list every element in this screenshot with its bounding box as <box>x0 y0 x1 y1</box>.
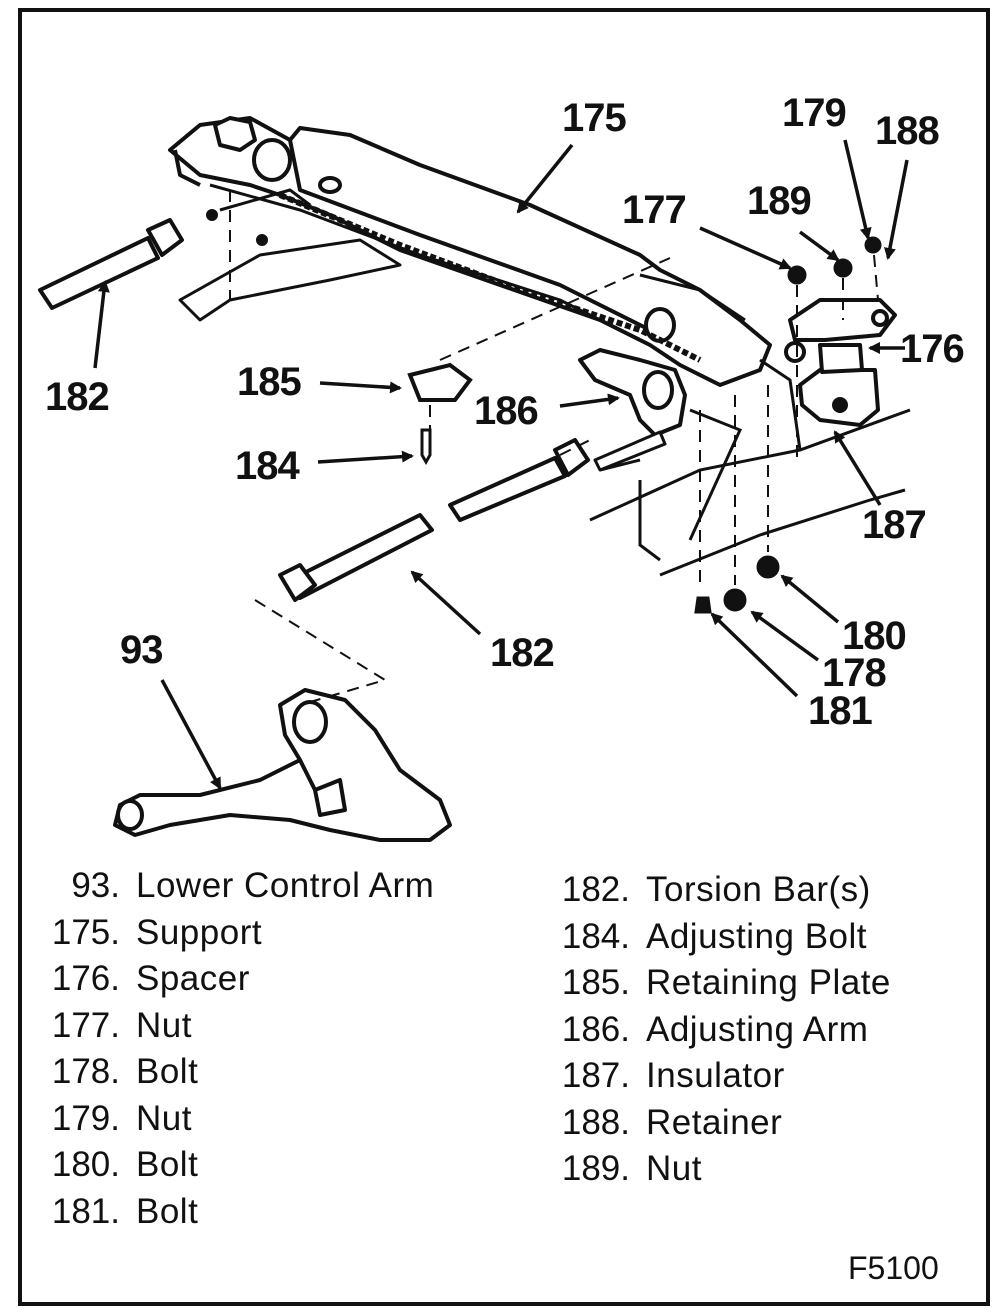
callout-182-upper: 182 <box>45 375 110 419</box>
legend-item: 176. Spacer <box>0 959 434 1006</box>
legend-name: Lower Control Arm <box>136 866 435 905</box>
callout-188: 188 <box>875 109 940 153</box>
callout-187: 187 <box>862 503 927 547</box>
callout-182-lower: 182 <box>490 631 555 675</box>
legend-item: 179. Nut <box>0 1099 434 1146</box>
legend-number: 180. <box>51 1145 120 1184</box>
legend-item: 184. Adjusting Bolt <box>520 917 891 964</box>
legend-item: 188. Retainer <box>520 1103 891 1150</box>
callout-181: 181 <box>808 689 873 733</box>
legend-name: Bolt <box>136 1145 199 1184</box>
legend-number: 176. <box>51 959 120 998</box>
callout-184: 184 <box>235 444 300 488</box>
legend-right-column: 182. Torsion Bar(s) 184. Adjusting Bolt 18… <box>520 870 891 1196</box>
callout-185: 185 <box>237 360 302 404</box>
fasteners <box>694 236 882 614</box>
callout-178: 178 <box>822 651 887 695</box>
retaining-plate <box>407 362 473 402</box>
legend-number: 189. <box>561 1149 630 1188</box>
figure-id: F5100 <box>848 1250 939 1286</box>
legend-number: 175. <box>51 912 120 952</box>
adjusting-bolt <box>420 428 432 466</box>
legend-name: Retaining Plate <box>646 963 891 1002</box>
legend-number: 177. <box>51 1005 120 1045</box>
legend-item: 186. Adjusting Arm <box>520 1010 891 1057</box>
legend-number: 187. <box>561 1056 630 1095</box>
legend-item: 180. Bolt <box>0 1145 434 1192</box>
legend-item: 182. Torsion Bar(s) <box>520 870 891 917</box>
legend-number: 185. <box>561 963 630 1002</box>
legend-name: Bolt <box>136 1191 199 1231</box>
legend-item: 93. Lower Control Arm <box>0 866 434 913</box>
legend-name: Nut <box>136 1005 192 1045</box>
legend-number: 186. <box>561 1009 630 1049</box>
legend-name: Adjusting Arm <box>646 1009 869 1049</box>
legend-name: Bolt <box>136 1052 199 1091</box>
legend-number: 181. <box>51 1191 120 1231</box>
legend-item: 175. Support <box>0 913 434 960</box>
legend-item: 185. Retaining Plate <box>520 963 891 1010</box>
callout-180: 180 <box>842 614 907 658</box>
callout-186: 186 <box>474 389 539 433</box>
legend-item: 189. Nut <box>520 1149 891 1196</box>
frame-rail <box>589 358 911 577</box>
legend-number: 184. <box>561 916 630 956</box>
legend-item: 178. Bolt <box>0 1052 434 1099</box>
legend-name: Adjusting Bolt <box>646 916 868 956</box>
torsion-bar-upper <box>38 218 184 310</box>
legend-item: 181. Bolt <box>0 1192 434 1239</box>
legend-number: 179. <box>51 1098 120 1138</box>
legend-item: 187. Insulator <box>520 1056 891 1103</box>
legend-name: Spacer <box>136 959 250 998</box>
support-crossmember <box>168 116 772 387</box>
leader-arrows <box>93 139 909 790</box>
callout-175: 175 <box>562 96 627 140</box>
legend-number: 178. <box>51 1052 120 1091</box>
legend-name: Support <box>136 912 263 952</box>
legend-left-column: 93. Lower Control Arm 175. Support 176. Spa… <box>0 866 434 1238</box>
callout-179: 179 <box>782 91 847 135</box>
callout-177: 177 <box>622 188 687 232</box>
legend-name: Insulator <box>646 1056 785 1095</box>
legend-item: 177. Nut <box>0 1006 434 1053</box>
adjusting-arm <box>578 348 687 437</box>
figure-frame <box>18 8 990 1306</box>
callout-189: 189 <box>747 179 812 223</box>
retainer-insulator-assembly <box>784 298 897 427</box>
legend-number: 188. <box>561 1102 630 1142</box>
lower-control-arm <box>113 688 452 842</box>
callout-93: 93 <box>120 628 163 672</box>
legend-number: 182. <box>561 870 630 909</box>
legend-name: Nut <box>646 1149 702 1188</box>
assembly-lines <box>229 190 879 706</box>
torsion-bar-lower <box>278 430 667 602</box>
legend-name: Torsion Bar(s) <box>646 870 871 909</box>
legend-name: Nut <box>136 1098 192 1138</box>
legend-number: 93. <box>71 866 120 905</box>
legend-name: Retainer <box>646 1102 783 1142</box>
callout-176: 176 <box>900 327 965 371</box>
